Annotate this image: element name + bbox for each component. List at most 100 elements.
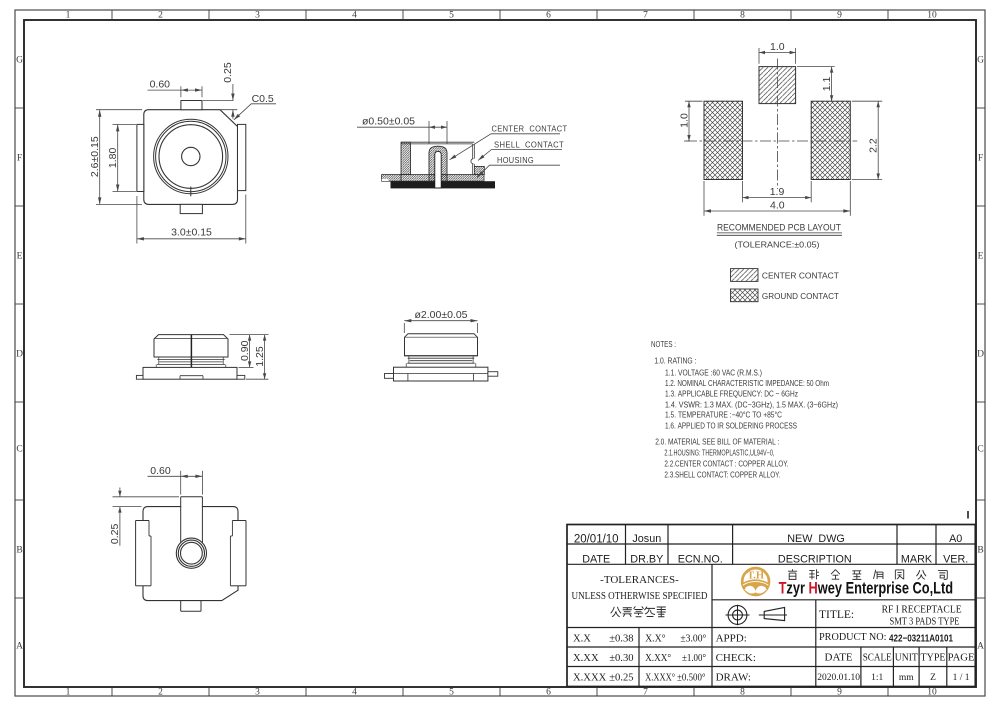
svg-text:5: 5 [449,688,454,698]
svg-text:1.9: 1.9 [770,186,785,198]
svg-text:1.4. VSWR: 1.3 MAX. (DC~3GHz),: 1.4. VSWR: 1.3 MAX. (DC~3GHz), 1.5 MAX. … [665,400,838,409]
svg-text:2020.01.10: 2020.01.10 [817,673,860,683]
svg-text:RF I RECEPTACLE: RF I RECEPTACLE [882,604,962,616]
svg-text:±1.00°: ±1.00° [682,653,706,664]
svg-text:NEW DWG: NEW DWG [787,533,845,545]
svg-text:1.6. APPLIED TO IR SOLDERING P: 1.6. APPLIED TO IR SOLDERING PROCESS [665,421,797,430]
svg-text:±3.00°: ±3.00° [680,633,706,644]
svg-text:SHELL CONTACT: SHELL CONTACT [494,140,564,149]
svg-text:C: C [977,445,983,455]
svg-text:1: 1 [66,688,71,698]
svg-text:PRODUCT NO:: PRODUCT NO: [819,632,886,643]
svg-text:mm: mm [899,673,914,683]
svg-text:0.25: 0.25 [222,62,234,83]
svg-text:±0.25: ±0.25 [609,672,633,683]
svg-text:2.6±0.15: 2.6±0.15 [89,136,101,177]
svg-text:ø2.00±0.05: ø2.00±0.05 [414,309,467,321]
svg-text:Z: Z [930,673,936,683]
svg-text:DESCRIPTION: DESCRIPTION [778,553,852,565]
svg-text:Tzyr Hwey Enterprise Co,Ltd: Tzyr Hwey Enterprise Co,Ltd [779,580,954,598]
svg-text:ECN.NO.: ECN.NO. [678,553,723,565]
svg-text:F: F [978,154,983,164]
svg-text:1: 1 [66,11,71,21]
svg-text:X.XXX°: X.XXX° [645,672,675,683]
svg-text:6: 6 [546,11,551,21]
svg-text:HOUSING: HOUSING [497,156,534,165]
svg-text:3.0±0.15: 3.0±0.15 [171,227,212,239]
svg-text:B: B [977,546,983,556]
svg-text:D: D [977,350,984,360]
svg-text:1.0: 1.0 [678,113,690,128]
svg-text:UNIT: UNIT [895,652,918,664]
svg-text:1.3. APPLICABLE FREQUENCY: DC: 1.3. APPLICABLE FREQUENCY: DC ~ 6GHz [665,390,798,399]
svg-text:6: 6 [546,688,551,698]
svg-text:4: 4 [352,11,357,21]
svg-text:1.2. NOMINAL CHARACTERISTIC IM: 1.2. NOMINAL CHARACTERISTIC IMPEDANCE: 5… [665,379,829,388]
svg-text:0.90: 0.90 [239,340,251,361]
svg-text:2.1.HOUSING: THERMOPLASTIC,UL9: 2.1.HOUSING: THERMOPLASTIC,UL94V−0, [664,448,774,457]
svg-text:1.80: 1.80 [107,148,119,169]
svg-text:DRAW:: DRAW: [716,671,751,683]
svg-text:F: F [17,154,22,164]
svg-text:2.2.CENTER CONTACT : COPPER AL: 2.2.CENTER CONTACT : COPPER ALLOY. [664,460,788,469]
svg-text:PAGE: PAGE [948,652,975,664]
svg-text:(TOLERANCE:±0.05): (TOLERANCE:±0.05) [735,240,820,250]
svg-text:1.1. VOLTAGE :60 VAC (R.M.S.): 1.1. VOLTAGE :60 VAC (R.M.S.) [665,369,762,378]
svg-text:1 / 1: 1 / 1 [953,673,970,683]
svg-text:5: 5 [449,11,454,21]
svg-text:2.2: 2.2 [868,138,880,153]
svg-text:RECOMMENDED PCB LAYOUT: RECOMMENDED PCB LAYOUT [717,222,842,232]
svg-text:E: E [17,252,23,262]
svg-text:2: 2 [158,688,163,698]
svg-text:Josun: Josun [632,533,661,545]
svg-text:2.0. MATERIAL SEE BILL OF MATE: 2.0. MATERIAL SEE BILL OF MATERIAL : [655,437,779,446]
svg-text:X.XX°: X.XX° [645,653,671,664]
svg-text:X.X: X.X [573,633,591,644]
svg-text:2.3.SHELL CONTACT: COPPER ALLO: 2.3.SHELL CONTACT: COPPER ALLOY. [664,471,780,480]
svg-text:4: 4 [352,688,357,698]
svg-text:DATE: DATE [582,553,610,565]
svg-text:-TOLERANCES-: -TOLERANCES- [600,574,679,586]
svg-text:CHECK:: CHECK: [716,652,756,664]
svg-text:A0: A0 [949,533,962,545]
svg-text:A: A [16,642,23,652]
svg-text:±0.500°: ±0.500° [677,672,706,683]
svg-text:1.0. RATING :: 1.0. RATING : [654,357,696,366]
svg-text:9: 9 [837,688,842,698]
svg-text:X.XX: X.XX [573,653,599,664]
svg-text:NOTES :: NOTES : [651,340,676,349]
svg-text:ø0.50±0.05: ø0.50±0.05 [362,116,415,128]
svg-text:0.25: 0.25 [109,524,121,545]
svg-text:1:1: 1:1 [871,673,883,683]
svg-text:8: 8 [740,688,745,698]
svg-text:3: 3 [255,11,260,21]
svg-text:1.1: 1.1 [821,77,833,92]
svg-text:SCALE: SCALE [863,652,892,664]
svg-text:±0.38: ±0.38 [609,633,633,644]
svg-text:3: 3 [255,688,260,698]
svg-text:1.5. TEMPERATURE :−40°C TO +85: 1.5. TEMPERATURE :−40°C TO +85°C [665,411,782,420]
svg-text:UNLESS OTHERWISE SPECIFIED: UNLESS OTHERWISE SPECIFIED [572,590,708,602]
svg-text:A: A [977,642,984,652]
svg-text:T.H: T.H [747,571,764,582]
svg-text:G: G [977,56,984,66]
svg-text:DR.BY: DR.BY [630,553,663,565]
svg-text:GROUND CONTACT: GROUND CONTACT [762,292,839,301]
svg-text:422−03211A0101: 422−03211A0101 [889,634,953,645]
svg-text:G: G [16,56,23,66]
svg-text:20/01/10: 20/01/10 [574,533,619,545]
svg-text:X.X°: X.X° [645,633,666,644]
svg-text:10: 10 [927,688,937,698]
svg-text:0.60: 0.60 [150,78,171,90]
svg-text:DATE: DATE [825,652,853,664]
svg-text:TITLE:: TITLE: [819,609,854,621]
svg-text:1.25: 1.25 [254,346,266,367]
svg-text:2: 2 [158,11,163,21]
svg-text:9: 9 [837,11,842,21]
svg-text:B: B [16,546,22,556]
svg-text:0.60: 0.60 [150,465,171,477]
svg-text:C0.5: C0.5 [252,93,274,105]
svg-text:MARK: MARK [901,553,933,565]
svg-text:7: 7 [643,688,648,698]
svg-text:CENTER CONTACT: CENTER CONTACT [762,271,839,280]
